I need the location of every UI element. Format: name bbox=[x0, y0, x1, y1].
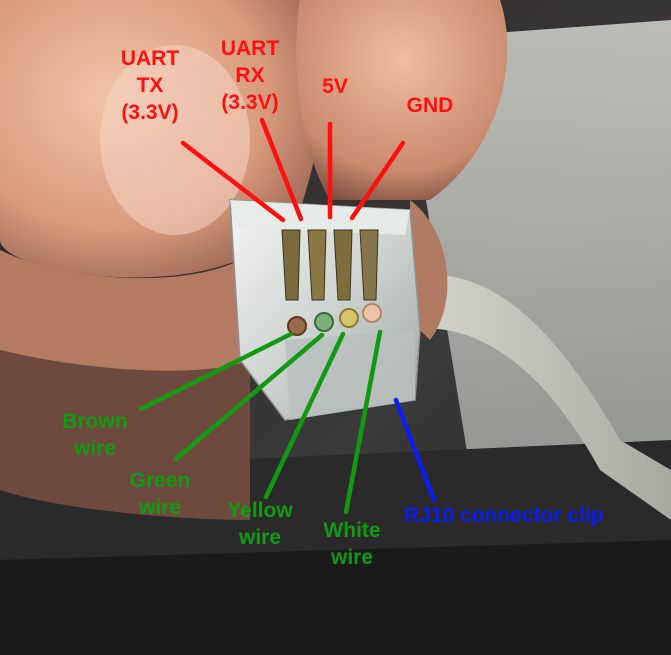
desk-edge bbox=[0, 540, 671, 655]
label-brown-wire-line1: Brown bbox=[62, 410, 128, 433]
pin-leader-lines bbox=[180, 117, 406, 223]
finger-top bbox=[296, 0, 508, 200]
label-gnd: GND bbox=[390, 92, 470, 119]
label-yellow-wire-line1: Yellow bbox=[227, 499, 293, 522]
label-white-wire: White wire bbox=[307, 517, 397, 571]
label-uart-rx: UART RX (3.3V) bbox=[210, 35, 290, 116]
label-yellow-wire-line2: wire bbox=[238, 526, 282, 549]
label-white-wire-line1: White bbox=[323, 519, 381, 542]
label-uart-tx-line2: TX bbox=[136, 74, 164, 97]
label-brown-wire: Brown wire bbox=[45, 408, 145, 462]
plug-clip-body bbox=[285, 330, 415, 420]
wire-ends bbox=[287, 303, 382, 336]
label-uart-tx-line3: (3.3V) bbox=[121, 101, 179, 124]
cable bbox=[400, 275, 671, 520]
plug-contacts bbox=[281, 229, 379, 301]
label-uart-tx: UART TX (3.3V) bbox=[110, 45, 190, 126]
label-uart-rx-line2: RX bbox=[235, 64, 265, 87]
label-uart-rx-line3: (3.3V) bbox=[221, 91, 279, 114]
wire-leader-lines bbox=[138, 329, 383, 515]
label-rj10-clip-text: RJ10 connector clip bbox=[404, 504, 604, 527]
plug-top-face bbox=[230, 200, 410, 235]
clip-leader-line bbox=[393, 397, 437, 503]
label-uart-tx-line1: UART bbox=[120, 47, 180, 70]
label-green-wire-line2: wire bbox=[138, 496, 182, 519]
label-rj10-clip: RJ10 connector clip bbox=[404, 502, 634, 529]
finger-right bbox=[410, 200, 448, 340]
label-white-wire-line2: wire bbox=[330, 546, 374, 569]
label-gnd-text: GND bbox=[406, 94, 454, 117]
label-5v: 5V bbox=[305, 73, 365, 100]
thumbnail bbox=[100, 45, 250, 235]
label-5v-text: 5V bbox=[322, 75, 348, 98]
label-uart-rx-line1: UART bbox=[220, 37, 280, 60]
finger-middle bbox=[0, 250, 250, 371]
label-green-wire-line1: Green bbox=[129, 469, 191, 492]
hand-shadow bbox=[0, 350, 250, 520]
label-yellow-wire: Yellow wire bbox=[215, 497, 305, 551]
label-green-wire: Green wire bbox=[115, 467, 205, 521]
label-brown-wire-line2: wire bbox=[73, 437, 117, 460]
